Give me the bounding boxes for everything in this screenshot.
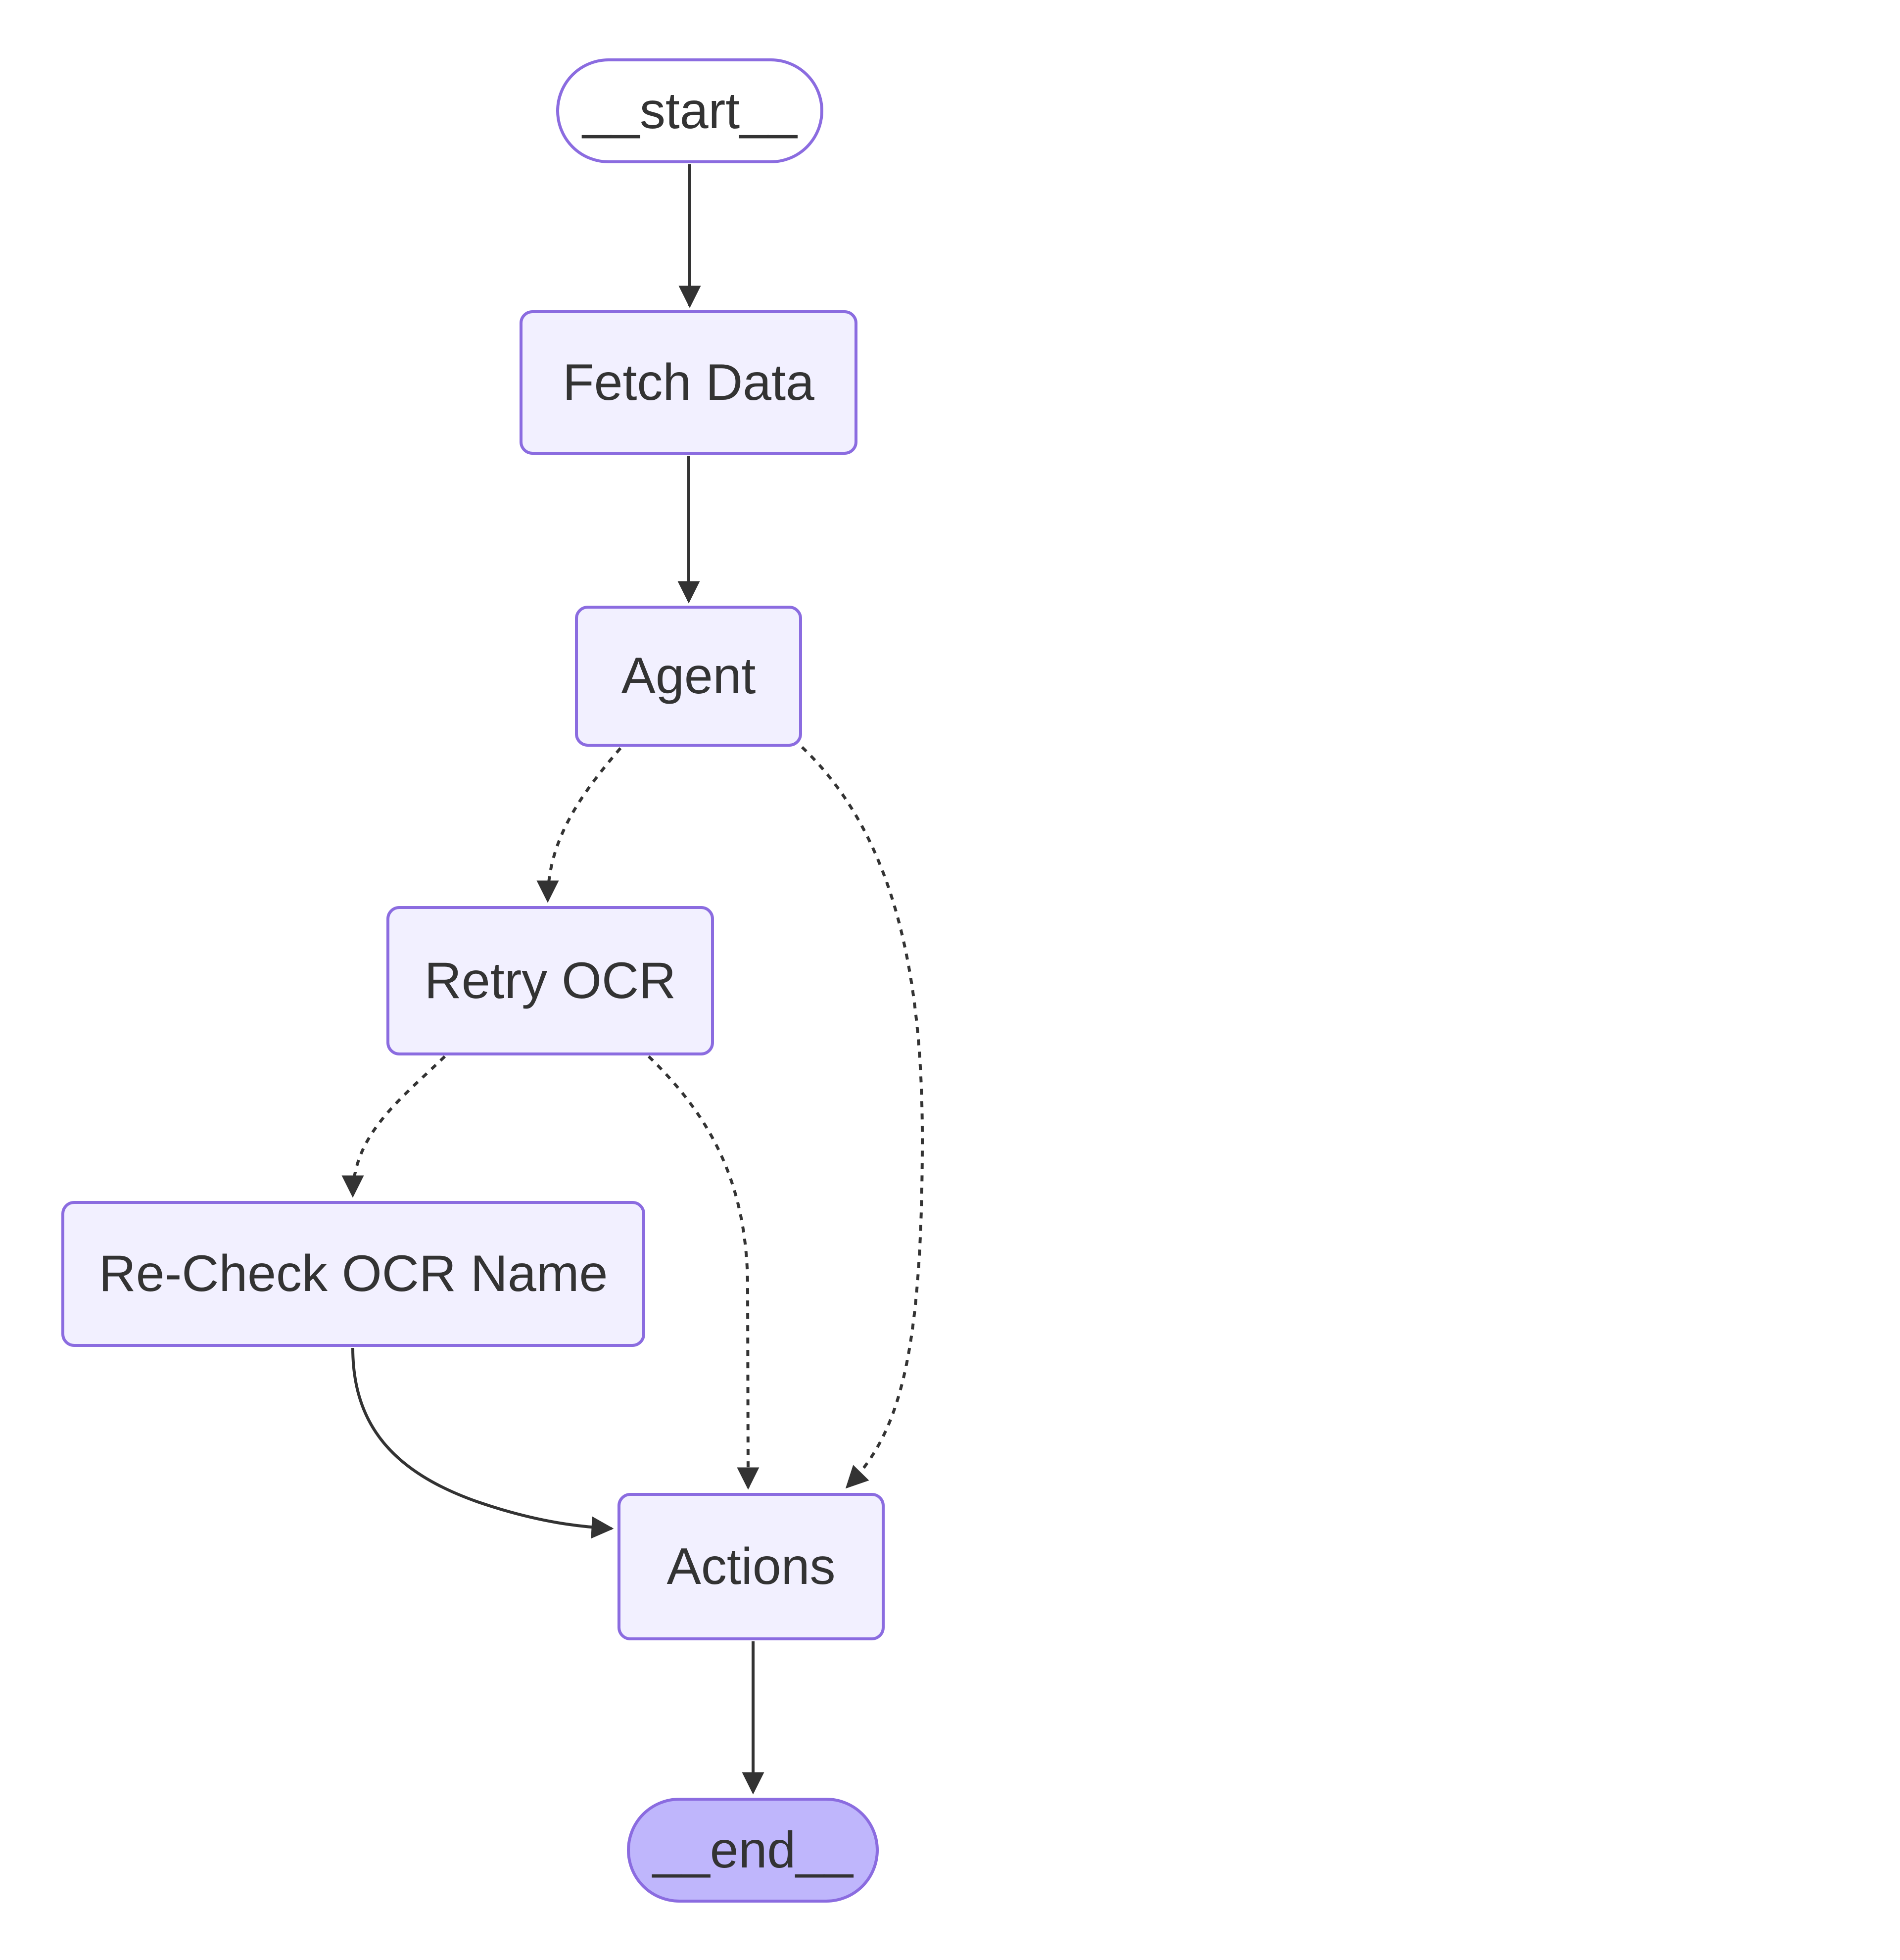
edge-agent-to-retry-ocr <box>536 747 622 903</box>
node-fetch-data: Fetch Data <box>520 310 857 455</box>
edge-agent-to-actions <box>801 746 924 1489</box>
edge-retry-ocr-to-recheck <box>341 1055 446 1198</box>
edge-retry-ocr-to-actions <box>647 1055 760 1490</box>
node-end: __end__ <box>627 1798 879 1903</box>
node-retry-ocr: Retry OCR <box>386 906 714 1055</box>
node-start: __start__ <box>556 58 823 163</box>
node-agent: Agent <box>575 606 802 747</box>
node-actions: Actions <box>618 1493 885 1640</box>
edge-recheck-to-actions <box>351 1347 614 1539</box>
node-recheck-ocr-name: Re-Check OCR Name <box>61 1201 645 1347</box>
